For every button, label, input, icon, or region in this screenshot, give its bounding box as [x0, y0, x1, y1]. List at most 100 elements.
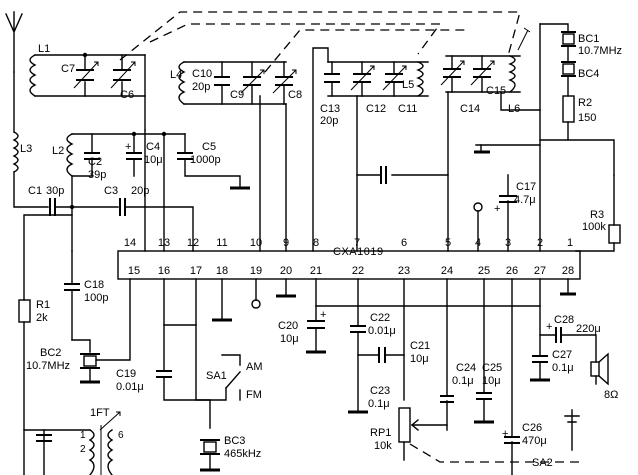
c2-label: C2	[88, 156, 102, 168]
c9-label: C9	[230, 89, 244, 101]
c10-value: 20p	[192, 81, 210, 93]
c13-label: C13	[320, 103, 340, 115]
r3-label: R3	[590, 209, 604, 221]
c28-label: C28	[554, 314, 574, 326]
bc3-value: 465kHz	[224, 448, 261, 460]
c24-value: 0.1μ	[452, 375, 474, 387]
c1-value: 30p	[46, 185, 64, 197]
ic-pin-19: 19	[250, 265, 262, 277]
r1-label: R1	[36, 299, 50, 311]
r3-value: 100k	[582, 221, 606, 233]
ic-pin-28: 28	[562, 265, 574, 277]
ic-pin-20: 20	[280, 265, 292, 277]
ft1-pin2: 2	[80, 444, 86, 455]
rp1-label: RP1	[370, 427, 391, 439]
c20-plus: +	[320, 309, 326, 321]
c25-value: 10μ	[482, 375, 501, 387]
c8-label: C8	[288, 89, 302, 101]
tank-l4-c10-c9-c8: L4 C10 20p C9 C8	[170, 61, 302, 105]
c22-value: 0.01μ	[368, 325, 396, 337]
c21-label: C21	[410, 340, 430, 352]
left-bottom-network: R1 2k C18 100p BC2 10.7MHz	[18, 214, 131, 475]
ic-pin-15: 15	[128, 265, 140, 277]
top-pin-wires: + C17 4.7μ R3 100k	[144, 47, 621, 252]
ic-pin-1: 1	[567, 237, 573, 249]
c28-plus: +	[546, 321, 552, 333]
sa1-am-label: AM	[246, 361, 263, 373]
transformer-1ft-bc3: 1FT 1 2 6 BC3 465kHz	[23, 324, 261, 475]
c19-value: 0.01μ	[116, 381, 144, 393]
ft1-pin6: 6	[118, 430, 124, 441]
c24-label: C24	[456, 362, 476, 374]
bc2-label: BC2	[40, 347, 61, 359]
ic-pin-17: 17	[190, 265, 202, 277]
c3-value: 20p	[131, 185, 149, 197]
r2-value: 150	[578, 112, 596, 124]
c23-value: 0.1μ	[368, 398, 390, 410]
ic-pin-23: 23	[398, 265, 410, 277]
bc4-label: BC4	[578, 68, 599, 80]
tank-l1-c7-c6: L1 C7 C6	[29, 43, 146, 131]
c4-value: 10μ	[144, 154, 163, 166]
c15-label: C15	[486, 85, 506, 97]
l3-label: L3	[20, 143, 32, 155]
c17-label: C17	[516, 181, 536, 193]
ft1-label: 1FT	[90, 407, 110, 419]
c17-plus: +	[494, 203, 500, 215]
c21-value: 10μ	[410, 353, 429, 365]
ic-name: CXA1019	[333, 246, 384, 258]
c5-label: C5	[202, 141, 216, 153]
bc3-label: BC3	[224, 435, 245, 447]
bc1-value: 10.7MHz	[578, 45, 622, 57]
ft1-pin1: 1	[80, 430, 86, 441]
capacitor-c3: C3 20p	[104, 185, 194, 252]
filter-bc1-bc4-r2: BC1 10.7MHz BC4 R2 150	[539, 23, 622, 252]
c18-value: 100p	[84, 292, 108, 304]
ic-body	[117, 250, 581, 280]
ic-pin-14: 14	[124, 237, 136, 249]
r2-label: R2	[578, 97, 592, 109]
c4-plus: +	[125, 141, 131, 153]
sa1-label: SA1	[206, 370, 227, 382]
c19-sa1-switch: C19 0.01μ SA1 AM FM	[116, 324, 263, 401]
c18-label: C18	[84, 279, 104, 291]
l2-label: L2	[52, 145, 64, 157]
ic-pin-24: 24	[441, 265, 453, 277]
ic-pin-26: 26	[506, 265, 518, 277]
bc2-value: 10.7MHz	[26, 360, 70, 372]
rp1-sa2: RP1 10k SA2	[370, 407, 580, 469]
ic-pin-25: 25	[478, 265, 490, 277]
bottom-pin-wires: + C20 10μ C22 0.01μ C21 10μ C23 0.1μ C24…	[163, 278, 618, 475]
sa2-label: SA2	[532, 457, 553, 469]
antenna	[5, 11, 23, 73]
ic-pin-6: 6	[401, 237, 407, 249]
bc1-label: BC1	[578, 33, 599, 45]
c26-value: 470μ	[522, 435, 547, 447]
c20-label: C20	[278, 320, 298, 332]
c25-label: C25	[482, 362, 502, 374]
c4-label: C4	[146, 141, 160, 153]
ic-pin-8: 8	[313, 237, 319, 249]
c28-value: 220μ	[576, 323, 601, 335]
l1-label: L1	[38, 43, 50, 55]
c27-label: C27	[552, 349, 572, 361]
c17-value: 4.7μ	[514, 194, 536, 206]
speaker-icon	[590, 361, 600, 377]
l2-c2-c4-c5-network: L2 C2 39p + C4 10μ C5 1000p	[52, 131, 250, 252]
c5-value: 1000p	[190, 154, 221, 166]
coil-l3: L3	[12, 71, 49, 208]
l5-label: L5	[402, 79, 414, 91]
ganged-tuning-links	[119, 11, 521, 73]
ic-pin-22: 22	[352, 265, 364, 277]
c14-label: C14	[460, 103, 480, 115]
c3-label: C3	[104, 185, 118, 197]
rp1-value: 10k	[374, 440, 392, 452]
ic-pin-21: 21	[310, 265, 322, 277]
c13-value: 20p	[320, 115, 338, 127]
ic-pin-10: 10	[250, 237, 262, 249]
c10-label: C10	[192, 68, 212, 80]
l4-label: L4	[170, 69, 182, 81]
l6-label: L6	[508, 103, 520, 115]
